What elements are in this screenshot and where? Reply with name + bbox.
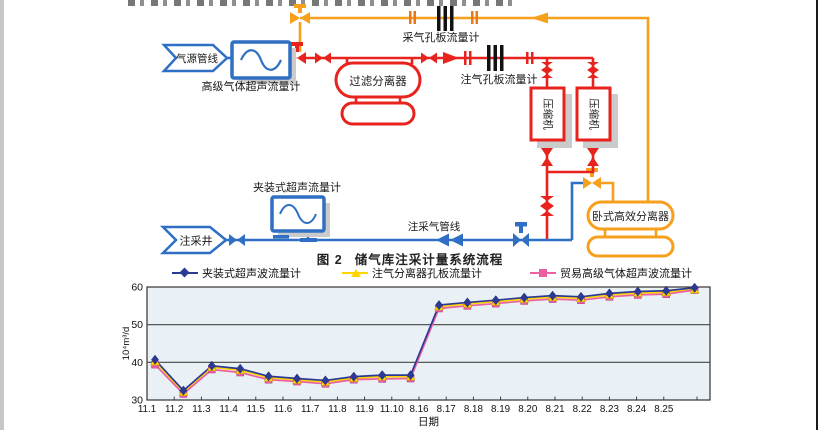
figure-caption-title: 储气库注采计量系统流程 [354,253,504,267]
flange-ticks-production [409,11,478,24]
cropped-text-artifact [128,0,512,6]
horizontal-separator-lower-tank [586,235,675,258]
svg-text:11.3: 11.3 [192,404,211,415]
series-line-diamond [154,286,695,392]
compressor-2-box [575,86,612,142]
svg-text:8.19: 8.19 [491,404,510,415]
svg-text:8.25: 8.25 [654,404,674,415]
filter-inlet-valve-icon [315,52,331,64]
svg-text:8.17: 8.17 [437,404,456,415]
well-line-valve-icon [229,234,245,246]
svg-text:11.6: 11.6 [274,404,293,415]
y-axis-title: 10⁴m³/d [121,327,132,361]
series-markers-diamond [151,282,699,396]
well-arrow [159,225,228,255]
svg-text:11.4: 11.4 [219,404,238,415]
inj-prod-line-label: 注采气管线 [408,220,461,233]
svg-text:11.8: 11.8 [328,404,347,415]
production-orifice-meter-label: 采气孔板流量计 [403,30,480,44]
clamp-meter-label: 夹装式超声流量计 [253,180,341,194]
svg-text:11.1: 11.1 [138,404,156,415]
sine-wave-icon [240,49,282,71]
compressor-inlet-dampers-icon [541,62,599,78]
svg-text:8.20: 8.20 [518,404,538,415]
injection-orifice-meter-label: 注气孔板流量计 [461,72,538,86]
flow-arrow-left-icon [531,12,548,24]
injection-riser-damper-icon [540,196,554,216]
x-axis: 11.1 11.2 11.3 11.4 11.5 11.6 11.7 11.8 11.9 11.1… [138,396,698,415]
top-three-way-valve-icon [290,4,310,24]
svg-text:50: 50 [131,319,143,331]
svg-text:11.7: 11.7 [301,404,319,415]
legend-item-clamp-ultrasonic: 夹装式超声波流量计 [172,266,301,280]
gas-source-arrow [161,43,229,73]
svg-text:8.16: 8.16 [409,404,429,415]
figure-caption: 图 2 储气库注采计量系统流程 [0,249,820,268]
gas-source-label: 气源管线 [176,52,218,65]
plot-area [146,286,711,401]
svg-text:11.10: 11.10 [380,404,404,415]
svg-text:8.22: 8.22 [573,404,592,415]
svg-text:8.24: 8.24 [627,404,647,415]
flow-direction-arrows-icon [436,233,463,247]
page-right-border [816,0,818,430]
legend-item-trade-ultrasonic: 贸易高级气体超声波流量计 [530,266,692,280]
svg-text:30: 30 [131,395,143,407]
well-label: 注采井 [180,234,213,248]
filter-separator-vessel [334,61,422,99]
pipeline-control-valve-icon [513,222,529,247]
compressor-outlet-valves-icon [541,148,599,166]
svg-text:60: 60 [131,282,143,294]
filter-separator-lower-tank [340,101,416,126]
svg-text:40: 40 [131,357,143,369]
production-orifice-plate-icon [437,6,454,31]
legend-label: 贸易高级气体超声波流量计 [560,268,692,280]
y-axis: 30 40 50 60 [131,282,143,407]
chart-legend: 夹装式超声波流量计 注气分离器孔板流量计 贸易高级气体超声波流量计 [0,266,820,282]
legend-label: 夹装式超声波流量计 [202,268,301,280]
figure-caption-number: 图 2 [316,253,343,267]
injection-orifice-plate-icon [487,45,504,71]
horizontal-separator-label: 卧式高效分离器 [592,209,669,223]
injection-line-valve-arrow-icons [421,51,534,65]
compressor-1-label: 压缩机 [542,98,555,130]
svg-text:11.5: 11.5 [247,404,266,415]
square-marker-icon [530,267,556,279]
scan-left-edge [0,0,4,430]
svg-text:11.2: 11.2 [165,404,183,415]
svg-text:8.23: 8.23 [600,404,620,415]
diamond-marker-icon [172,267,198,279]
compressor-2-label: 压缩机 [588,98,601,130]
clamp-foot-right [300,238,317,242]
svg-text:8.18: 8.18 [464,404,484,415]
horizontal-separator-vessel [586,200,675,231]
svg-text:8.21: 8.21 [545,404,564,415]
legend-item-injection-orifice: 注气分离器孔板流量计 [342,266,482,280]
clamp-foot-left [273,235,289,239]
process-flow-diagram: 采气孔板流量计 卧式高效分离器 过滤分离器 [159,4,675,258]
advanced-meter-label: 高级气体超声流量计 [202,79,301,93]
legend-label: 注气分离器孔板流量计 [372,268,482,280]
clamp-sine-wave-icon [279,204,317,224]
triangle-marker-icon [342,267,368,279]
flow-rate-chart: 30 40 50 60 11.1 11.2 11.3 11.4 11.5 11.6 11.7 11.8… [121,282,711,428]
filter-separator-label: 过滤分离器 [349,74,407,88]
x-axis-title: 日期 [418,416,439,428]
svg-text:11.9: 11.9 [355,404,373,415]
compressor-1-box [529,86,566,142]
